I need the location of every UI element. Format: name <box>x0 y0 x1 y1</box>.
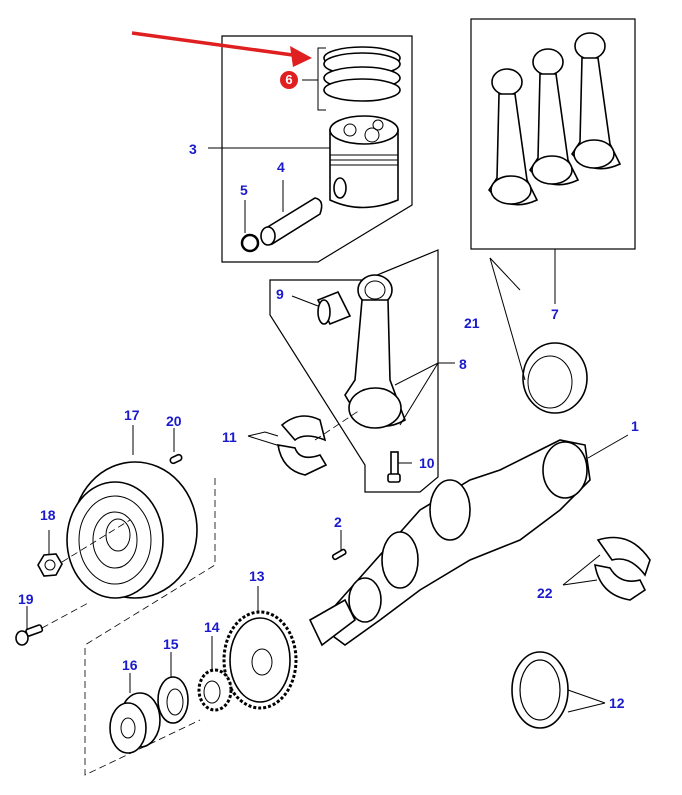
main-bearing-part[interactable] <box>522 342 588 414</box>
conrod-set-box <box>470 18 636 250</box>
conrod-part[interactable] <box>344 274 406 429</box>
crankshaft-part[interactable] <box>308 439 591 647</box>
piston-pin-part[interactable] <box>260 197 323 246</box>
callout-20[interactable]: 20 <box>166 413 182 429</box>
callout-2[interactable]: 2 <box>334 514 342 530</box>
conrod-group-box <box>269 249 439 493</box>
callout-14[interactable]: 14 <box>204 619 220 635</box>
callout-1[interactable]: 1 <box>631 418 639 434</box>
conrod-bearing-part[interactable] <box>277 415 328 476</box>
callout-19[interactable]: 19 <box>18 591 34 607</box>
callout-22[interactable]: 22 <box>537 585 553 601</box>
callout-9[interactable]: 9 <box>276 286 284 302</box>
washer-part[interactable] <box>157 676 189 724</box>
flange-hub-part[interactable] <box>109 692 161 754</box>
pinion-gear-part[interactable] <box>197 668 233 712</box>
callout-13[interactable]: 13 <box>249 568 265 584</box>
callout-15[interactable]: 15 <box>163 636 179 652</box>
callout-16[interactable]: 16 <box>122 657 138 673</box>
nut-part[interactable] <box>37 553 63 577</box>
leader-lines <box>26 79 629 713</box>
callout-12[interactable]: 12 <box>609 695 625 711</box>
conrod-set-part[interactable] <box>487 32 622 206</box>
piston-group-box <box>221 35 413 263</box>
lower-main-bearing-part[interactable] <box>594 536 651 601</box>
callout-11[interactable]: 11 <box>222 429 237 445</box>
flywheel-part[interactable] <box>66 461 198 599</box>
assembly-dash-hub <box>84 648 201 776</box>
callout-10[interactable]: 10 <box>419 455 435 471</box>
piston-part[interactable] <box>329 115 399 209</box>
dowel-pin-part[interactable] <box>169 453 183 465</box>
callout-17[interactable]: 17 <box>124 407 140 423</box>
crankshaft-gear-part[interactable] <box>222 610 298 710</box>
assembly-dash-bearing <box>314 409 361 441</box>
callout-18[interactable]: 18 <box>40 507 56 523</box>
assembly-dash-flywheel <box>84 478 216 646</box>
circlip-part[interactable] <box>240 233 260 253</box>
callout-6-highlighted[interactable]: 6 <box>280 71 298 89</box>
callout-3[interactable]: 3 <box>189 141 197 157</box>
conrod-bolt-part[interactable] <box>387 451 401 483</box>
callout-21[interactable]: 21 <box>464 315 480 331</box>
highlight-arrow <box>131 31 312 67</box>
thrust-washer-part[interactable] <box>511 651 569 729</box>
piston-rings-part[interactable] <box>317 46 401 111</box>
callout-4[interactable]: 4 <box>277 159 285 175</box>
callout-5[interactable]: 5 <box>240 182 248 198</box>
bushing-part[interactable] <box>316 290 352 326</box>
callout-8[interactable]: 8 <box>459 356 467 372</box>
callout-7[interactable]: 7 <box>551 306 559 322</box>
assembly-dash-bolt <box>41 601 91 629</box>
bolt-part[interactable] <box>15 624 44 646</box>
key-part[interactable] <box>331 548 347 561</box>
assembly-dash-nut <box>61 519 131 563</box>
